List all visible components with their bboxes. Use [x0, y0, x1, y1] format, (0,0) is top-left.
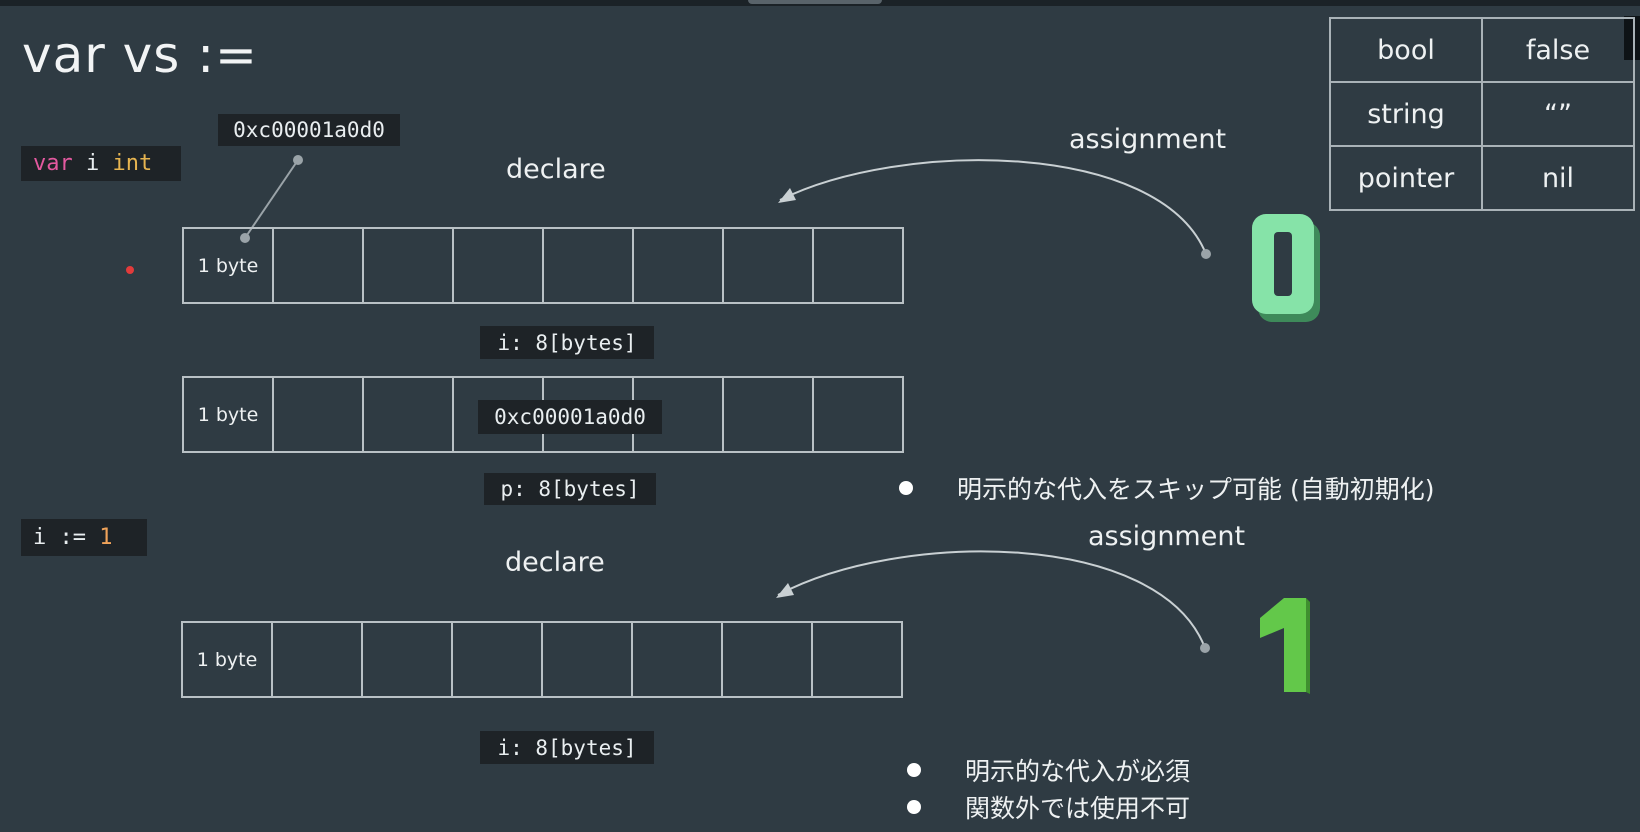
code-value: 1: [99, 525, 113, 550]
memory-cell: [722, 376, 814, 453]
one-digit-graphic: [1260, 598, 1310, 694]
assignment-dot-1: [1201, 249, 1211, 259]
memory-cell: [541, 621, 633, 698]
address-label: 0xc00001a0d0: [218, 114, 400, 146]
declare-label-1: declare: [506, 154, 606, 185]
zero-digit-value: 0: [1252, 214, 1314, 314]
memory-cell: [451, 621, 543, 698]
top-handle[interactable]: [748, 0, 882, 4]
code-keyword: var: [33, 151, 73, 176]
table-row: string “”: [1329, 81, 1635, 147]
code-type: int: [112, 151, 153, 176]
memory-cell: 1 byte: [182, 227, 274, 304]
memory-cell: [271, 621, 363, 698]
address-dot-bottom: [240, 233, 250, 243]
zero-type-cell: bool: [1329, 17, 1483, 83]
short-note-2: 関数外では使用不可: [907, 789, 1190, 825]
var-note: 明示的な代入をスキップ可能 (自動初期化): [899, 470, 1434, 506]
bullet-dot: [907, 800, 921, 814]
memory-cell: [272, 227, 364, 304]
zero-digit-graphic: [1252, 214, 1320, 322]
assignment-dot-2: [1200, 643, 1210, 653]
top-bar: [0, 0, 1640, 6]
slide-title: var vs :=: [22, 26, 258, 84]
zero-type-cell: pointer: [1329, 145, 1483, 211]
memory-cell: 1 byte: [181, 621, 273, 698]
memory-cell: [542, 227, 634, 304]
short-decl-code-snippet: i := 1: [21, 519, 147, 556]
code-var-name: i: [86, 151, 100, 176]
assignment-arrow-2: [777, 550, 1206, 649]
var-note-text: 明示的な代入をスキップ可能 (自動初期化): [957, 475, 1435, 504]
declare-label-2: declare: [505, 547, 605, 578]
short-note-2-text: 関数外では使用不可: [965, 794, 1191, 823]
memory-cell: [362, 227, 454, 304]
var-code-snippet: var i int: [21, 146, 181, 181]
assignment-label-2: assignment: [1088, 521, 1246, 552]
address-dot-top: [293, 155, 303, 165]
memory-row-i: 1 byte: [182, 227, 904, 304]
one-digit-value: 1: [1256, 598, 1308, 694]
zero-value-cell: nil: [1481, 145, 1635, 211]
memory-cell: [632, 227, 724, 304]
memory-cell: [812, 227, 904, 304]
assignment-arrow-1: [779, 159, 1207, 255]
memory-cell: [452, 227, 544, 304]
code-operator: :=: [59, 525, 87, 550]
bullet-dot: [899, 481, 913, 495]
memory-cell: [631, 621, 723, 698]
pointer-value-label: 0xc00001a0d0: [478, 400, 662, 434]
short-note-1-text: 明示的な代入が必須: [965, 757, 1191, 786]
i-size-label-2: i: 8[bytes]: [480, 731, 654, 764]
p-size-label: p: 8[bytes]: [484, 473, 656, 505]
table-row: pointer nil: [1329, 145, 1635, 211]
memory-cell: [722, 227, 814, 304]
assignment-arrowhead-1: [778, 188, 796, 203]
red-dot-cursor-icon: [126, 266, 134, 274]
table-row: bool false: [1329, 17, 1635, 83]
assignment-arrowhead-2: [776, 583, 794, 598]
zero-values-table: bool false string “” pointer nil: [1329, 17, 1635, 211]
zero-value-cell: “”: [1481, 81, 1635, 147]
memory-cell: [272, 376, 364, 453]
address-pointer-line: [244, 159, 299, 239]
memory-row-short-i: 1 byte: [181, 621, 903, 698]
short-note-1: 明示的な代入が必須: [907, 752, 1190, 788]
memory-cell: 1 byte: [182, 376, 274, 453]
memory-cell: [721, 621, 813, 698]
i-size-label-1: i: 8[bytes]: [480, 326, 654, 359]
zero-type-cell: string: [1329, 81, 1483, 147]
memory-cell: [812, 376, 904, 453]
memory-cell: [811, 621, 903, 698]
assignment-label-1: assignment: [1069, 124, 1227, 155]
code-var-name: i: [33, 525, 47, 550]
bullet-dot: [907, 763, 921, 777]
zero-value-cell: false: [1481, 17, 1635, 83]
memory-cell: [362, 376, 454, 453]
memory-cell: [361, 621, 453, 698]
